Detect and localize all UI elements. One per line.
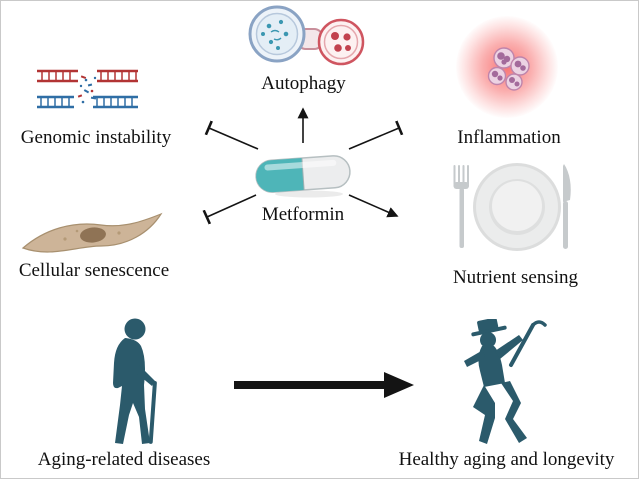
elderly-person-figure bbox=[89, 317, 173, 449]
inflammation-glow bbox=[456, 16, 558, 118]
lysosome-contents bbox=[331, 32, 351, 52]
dna-damage-icon bbox=[34, 64, 140, 114]
elder-head bbox=[124, 318, 146, 340]
elder-body bbox=[113, 338, 150, 444]
metformin-pill bbox=[253, 149, 353, 199]
dancer-head bbox=[480, 332, 496, 348]
immune-cells bbox=[487, 47, 530, 91]
plate bbox=[473, 163, 561, 251]
pill-shadow bbox=[275, 190, 343, 198]
elder-cane bbox=[148, 380, 157, 444]
cell-nuclei bbox=[491, 52, 526, 87]
autophagosome-lysosome bbox=[248, 5, 365, 66]
nutrient-sensing-icon bbox=[451, 159, 583, 257]
dna-strand-blue bbox=[37, 95, 138, 109]
cellular-senescence-label: Cellular senescence bbox=[18, 260, 170, 281]
dancer-leg-front bbox=[473, 385, 495, 444]
healthy-person-figure bbox=[449, 319, 553, 449]
dna-fragments bbox=[77, 75, 97, 104]
dna-strand-red bbox=[37, 69, 138, 83]
progression-arrow bbox=[234, 372, 414, 398]
fork-icon bbox=[453, 165, 469, 248]
autophagosome-cargo bbox=[261, 19, 289, 50]
genomic-instability-label: Genomic instability bbox=[20, 127, 172, 148]
dancer-hat bbox=[471, 319, 507, 337]
dancer-arm-raised bbox=[495, 335, 523, 359]
pill-highlight bbox=[264, 159, 337, 171]
autophagy-icon bbox=[241, 4, 371, 72]
autophagy-label: Autophagy bbox=[261, 73, 346, 94]
pill-capsule bbox=[255, 155, 351, 193]
cell-nucleus bbox=[80, 227, 106, 243]
elder-arm bbox=[135, 365, 155, 386]
dancer-arm-front bbox=[464, 350, 485, 367]
connector-metformin-inflammation bbox=[348, 120, 404, 150]
connector-metformin-genomic-instability bbox=[204, 120, 259, 150]
inflammation-label: Inflammation bbox=[457, 127, 561, 148]
knife-icon bbox=[563, 164, 571, 249]
metformin-label: Metformin bbox=[261, 204, 345, 225]
dancer-cane bbox=[509, 323, 535, 367]
dancer-leg-back bbox=[501, 381, 527, 443]
healthy-aging-label: Healthy aging and longevity bbox=[398, 449, 615, 470]
aging-related-diseases-label: Aging-related diseases bbox=[37, 449, 211, 470]
nutrient-sensing-label: Nutrient sensing bbox=[452, 267, 579, 288]
senescent-cell-icon bbox=[21, 211, 163, 261]
dancer-cane-hook bbox=[531, 320, 547, 327]
